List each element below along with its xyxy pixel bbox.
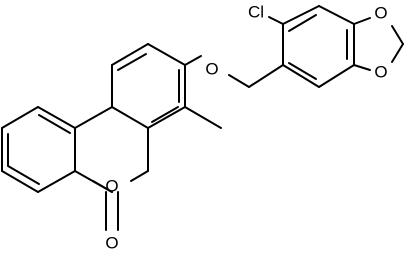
- left-benzene-ring: [1, 106, 76, 193]
- chloro-bond: [268, 16, 284, 25]
- right-benzene-ring: [282, 5, 355, 88]
- dioxole-oxygen-bottom-label: O: [374, 63, 387, 82]
- dioxole-oxygen-top-label: O: [374, 4, 387, 23]
- methyl-bond: [184, 106, 222, 129]
- lactone-ring: [74, 106, 149, 231]
- ether-linkage: [184, 55, 284, 88]
- middle-benzene-ring: [111, 43, 186, 129]
- dioxole-ring: [353, 17, 404, 71]
- ether-oxygen-label: O: [205, 60, 218, 79]
- carbonyl-oxygen-label: O: [105, 234, 118, 253]
- lactone-ring-oxygen-label: O: [105, 177, 118, 196]
- chlorine-atom-label: Cl: [248, 3, 264, 22]
